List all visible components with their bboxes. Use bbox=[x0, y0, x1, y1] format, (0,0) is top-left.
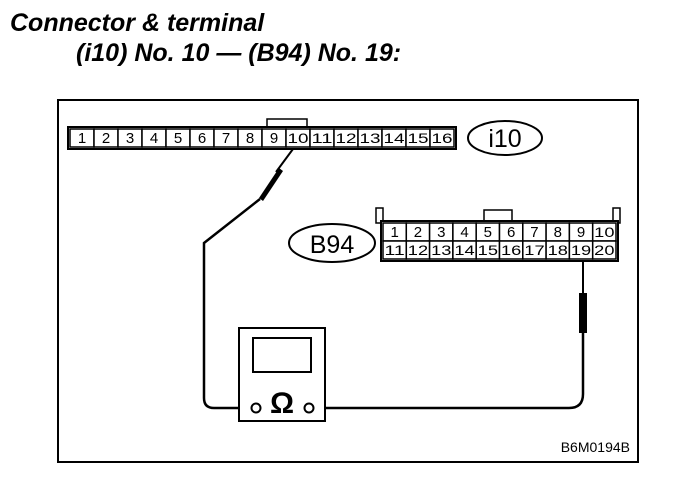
i10-pin-label: 8 bbox=[246, 130, 254, 147]
i10-pin-label: 1 bbox=[78, 130, 86, 147]
wire-i10 bbox=[202, 198, 261, 410]
connector-i10-label-oval bbox=[467, 120, 543, 156]
i10-pin-label: 9 bbox=[270, 130, 278, 147]
title-line-1: Connector & terminal bbox=[10, 9, 265, 37]
i10-pin-label: 7 bbox=[222, 130, 230, 147]
b94-pin-label: 15 bbox=[478, 242, 499, 258]
connector-i10-latch bbox=[266, 118, 308, 128]
i10-pin-label: 14 bbox=[384, 130, 405, 146]
probe-tip-i10 bbox=[275, 148, 294, 173]
b94-pin-label: 6 bbox=[507, 224, 515, 241]
i10-pin-label: 13 bbox=[360, 130, 381, 146]
i10-pin-label: 4 bbox=[150, 130, 158, 147]
diagram-title: Connector & terminal (i10) No. 10 — (B94… bbox=[10, 8, 401, 68]
i10-pin-label: 6 bbox=[198, 130, 206, 147]
ohmmeter-terminal-left bbox=[250, 402, 262, 414]
b94-pin-label: 20 bbox=[594, 242, 615, 258]
b94-pin-label: 18 bbox=[548, 242, 569, 258]
i10-pin-label: 15 bbox=[408, 130, 429, 146]
b94-pin-label: 19 bbox=[571, 242, 592, 258]
i10-pin-label: 2 bbox=[102, 130, 110, 147]
ohmmeter-terminal-right bbox=[303, 402, 315, 414]
probe-body-b94 bbox=[579, 293, 587, 333]
b94-pin-label: 11 bbox=[385, 242, 406, 258]
i10-pin-label: 12 bbox=[336, 130, 357, 146]
b94-pin-label: 10 bbox=[594, 224, 615, 240]
i10-pin-label: 10 bbox=[288, 130, 309, 146]
b94-pin-cell bbox=[591, 240, 617, 260]
i10-pin-label: 3 bbox=[126, 130, 134, 147]
title-line-2: (i10) No. 10 — (B94) No. 19: bbox=[76, 39, 402, 67]
figure-code: B6M0194B bbox=[561, 439, 630, 455]
i10-pin-label: 11 bbox=[312, 130, 333, 146]
ohmmeter: Ω bbox=[238, 327, 326, 422]
connector-b94-left-tab bbox=[375, 207, 384, 224]
i10-pin-cell bbox=[429, 128, 455, 148]
b94-pin-label: 7 bbox=[530, 224, 538, 241]
i10-pin-label: 5 bbox=[174, 130, 182, 147]
b94-pin-label: 8 bbox=[554, 224, 562, 241]
connector-b94-label-oval bbox=[288, 223, 376, 263]
diagram-frame bbox=[57, 99, 639, 463]
ohmmeter-display bbox=[252, 337, 312, 373]
wire-b94 bbox=[319, 333, 585, 410]
b94-pin-label: 16 bbox=[501, 242, 522, 258]
ohm-symbol: Ω bbox=[270, 387, 294, 420]
b94-pin-label: 4 bbox=[460, 224, 468, 241]
i10-pin-label: 16 bbox=[432, 130, 453, 146]
probe-body-i10 bbox=[259, 168, 283, 201]
b94-pin-label: 12 bbox=[408, 242, 429, 258]
b94-pin-label: 9 bbox=[577, 224, 585, 241]
b94-pin-label: 14 bbox=[454, 242, 475, 258]
b94-pin-label: 3 bbox=[437, 224, 445, 241]
probe-lead-i10 bbox=[202, 148, 294, 410]
connector-b94-label: B94 bbox=[310, 231, 355, 259]
connector-i10-label: i10 bbox=[488, 125, 521, 153]
b94-pin-label: 2 bbox=[414, 224, 422, 241]
b94-pin-label: 5 bbox=[484, 224, 492, 241]
b94-pin-label: 1 bbox=[390, 224, 398, 241]
b94-pin-label: 17 bbox=[524, 242, 545, 258]
probe-lead-b94 bbox=[319, 261, 587, 410]
b94-pin-label: 13 bbox=[431, 242, 452, 258]
